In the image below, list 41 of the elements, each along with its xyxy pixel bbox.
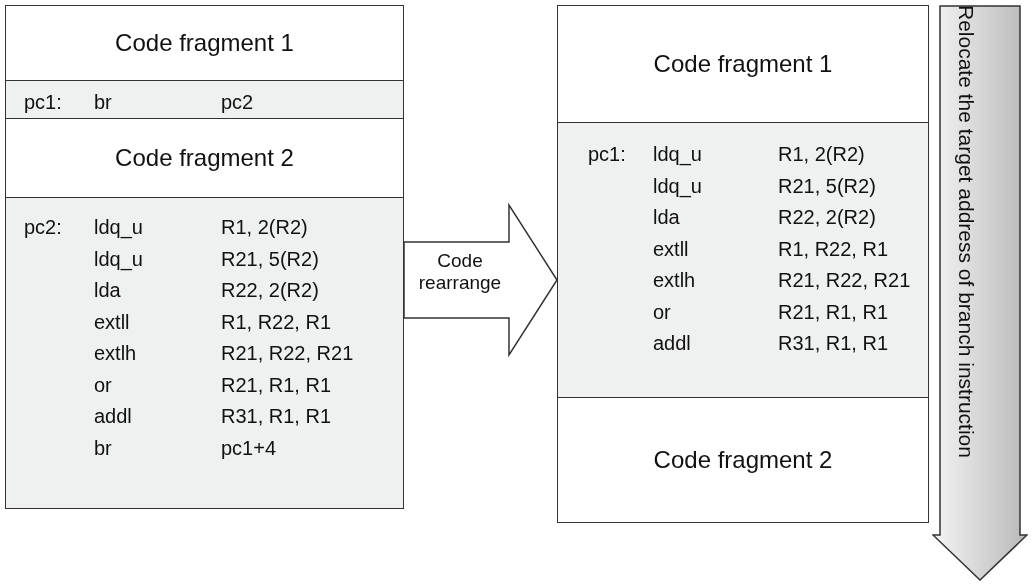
instruction-mnemonic: ldq_u — [94, 247, 143, 271]
instruction-mnemonic: br — [94, 91, 112, 114]
address-label: pc1: — [24, 91, 62, 114]
code-fragment-box: Code fragment 2 — [557, 397, 929, 523]
instruction-mnemonic: or — [94, 373, 112, 397]
block-arrow-down — [932, 5, 1028, 581]
instruction-mnemonic: ldq_u — [653, 143, 702, 166]
instruction-operands: R21, 5(R2) — [221, 247, 319, 271]
code-listing-box — [5, 197, 404, 509]
instruction-operands: R1, R22, R1 — [778, 237, 889, 261]
instruction-operands: pc1+4 — [221, 436, 277, 460]
instruction-operands: R31, R1, R1 — [221, 405, 332, 428]
instruction-operands: R21, R1, R1 — [778, 300, 889, 324]
instruction-mnemonic: addl — [94, 405, 132, 428]
instruction-operands: R31, R1, R1 — [778, 332, 889, 355]
instruction-operands: R21, R1, R1 — [221, 373, 332, 397]
instruction-operands: R21, R22, R21 — [778, 269, 911, 292]
instruction-mnemonic: ldq_u — [94, 216, 143, 239]
instruction-mnemonic: or — [653, 300, 671, 324]
instruction-mnemonic: br — [94, 436, 112, 460]
instruction-mnemonic: lda — [94, 279, 121, 302]
instruction-operands: R21, 5(R2) — [778, 174, 876, 198]
instruction-operands: R22, 2(R2) — [778, 206, 876, 229]
instruction-operands: R22, 2(R2) — [221, 279, 319, 302]
instruction-mnemonic: ldq_u — [653, 174, 702, 198]
instruction-mnemonic: extll — [653, 237, 689, 261]
instruction-mnemonic: lda — [653, 206, 680, 229]
instruction-mnemonic: extlh — [94, 342, 137, 365]
instruction-mnemonic: addl — [653, 332, 691, 355]
instruction-operands: R1, 2(R2) — [778, 143, 865, 166]
instruction-operands: R1, 2(R2) — [221, 216, 308, 239]
address-label: pc2: — [24, 216, 62, 239]
instruction-mnemonic: extlh — [653, 269, 696, 292]
arrow-caption: Relocate the target address of branch instruction — [954, 5, 978, 458]
instruction-operands: R1, R22, R1 — [221, 310, 332, 334]
code-listing-box — [5, 80, 404, 119]
address-label: pc1: — [588, 143, 626, 166]
code-listing-box — [557, 122, 929, 398]
instruction-operands: R21, R22, R21 — [221, 342, 354, 365]
instruction-operands: pc2 — [221, 91, 254, 114]
instruction-mnemonic: extll — [94, 310, 130, 334]
